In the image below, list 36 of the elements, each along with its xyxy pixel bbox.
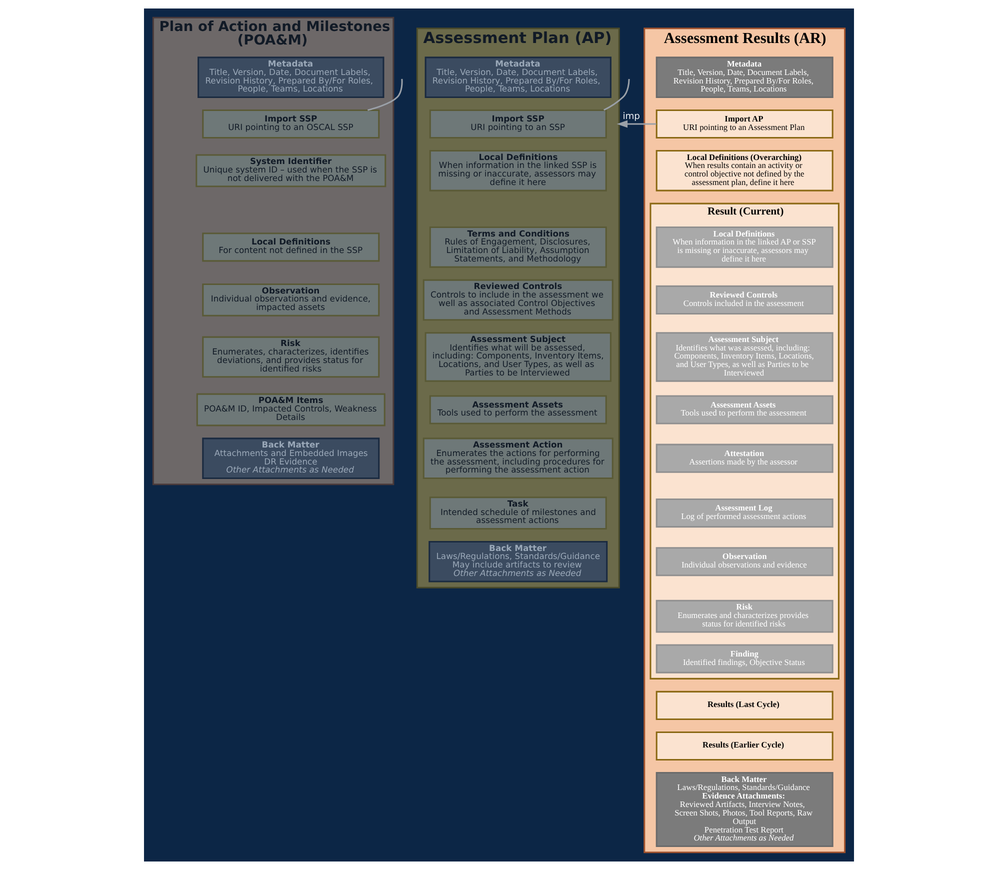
node-box: Terms and Conditions Rules of Engagement, Disclosures, Limitation of Liability, Assumption Statements, and Methodology <box>429 226 607 268</box>
node-box: Import AP URI pointing to an Assessment Plan <box>656 109 834 139</box>
node-box: Metadata Title, Version, Date, Document Labels, Revision History, Prepared By/For Roles, People, Teams, Locations <box>656 56 834 98</box>
node-box: Attestation Assertions made by the assessor <box>656 444 834 473</box>
node-box: Assessment Action Enumerates the actions for performing the assessment, including procedures for performing the assessment action <box>422 438 614 479</box>
node-box: Metadata Title, Version, Date, Document Labels, Revision History, Prepared By/For Roles, People, Teams, Locations <box>198 56 384 98</box>
node-box: Metadata Title, Version, Date, Document Labels, Revision History, Prepared By/For Roles, People, Teams, Locations <box>424 56 612 98</box>
arrow <box>616 120 656 128</box>
node-box: System Identifier Unique system ID – used when the SSP is not delivered with the POA&M <box>196 154 386 188</box>
node-box: Assessment Log Log of performed assessment actions <box>656 498 834 528</box>
node-box: Back Matter Attachments and Embedded Images DR Evidence Other Attachments as Needed <box>202 438 380 479</box>
node-box: Import SSP URI pointing to an OSCAL SSP <box>202 109 380 139</box>
node-box: Local Definitions (Overarching) When results contain an activity or control objective not defined by the assessment plan, define it here <box>656 150 834 192</box>
node-box: Local Definitions For content not defined in the SSP <box>202 232 380 262</box>
node-box: POA&M Items POA&M ID, Impacted Controls, Weakness Details <box>196 393 386 426</box>
node-box: Task Intended schedule of milestones and assessment actions <box>429 496 607 530</box>
node-box: Local Definitions When information in the linked AP or SSP is missing or inaccurate, assessors may define it here <box>656 226 834 268</box>
node-box: Observation Individual observations and evidence <box>656 547 834 576</box>
node-box: Assessment Assets Tools used to perform the assessment <box>429 395 607 424</box>
node-box: Observation Individual observations and evidence, impacted assets <box>202 284 380 316</box>
edge-label: imp <box>622 111 640 122</box>
node-box: Local Definitions When information in the linked SSP is missing or inaccurate, assessors may define it here <box>429 150 607 192</box>
node-box: Assessment Subject Identifies what was assessed, including: Components, Inventory Items, Locations, and User Types, as well as Parties to be Interviewed <box>656 332 834 382</box>
node-box: Import SSP URI pointing to an SSP <box>429 109 607 139</box>
node-box: Results (Earlier Cycle) <box>656 731 834 761</box>
node-box: Back Matter Laws/Regulations, Standards/Guidance Evidence Attachments: Reviewed Artifacts, Interview Notes, Screen Shots, Photos, Tool Reports, Raw Output Penetration Test Report Other Attachments as Needed <box>656 772 834 847</box>
node-box: Assessment Assets Tools used to perform the assessment <box>656 395 834 424</box>
node-box: Back Matter Laws/Regulations, Standards/Guidance May include artifacts to review Other Attachments as Needed <box>428 540 608 582</box>
node-box: Reviewed Controls Controls to include in the assessment we well as associated Control Objectives and Assessment Methods <box>422 279 614 321</box>
node-box: Assessment Subject Identifies what will be assessed, including: Components, Inventory Items, Locations, and User Types, as well as Parties to be Interviewed <box>424 332 612 382</box>
node-box: Finding Identified findings, Objective Status <box>656 644 834 674</box>
node-box: Risk Enumerates, characterizes, identifies deviations, and provides status for identified risks <box>202 336 380 378</box>
node-box: Results (Last Cycle) <box>656 690 834 720</box>
node-box: Risk Enumerates and characterizes provides status for identified risks <box>656 600 834 633</box>
node-box: Reviewed Controls Controls included in the assessment <box>656 285 834 314</box>
connector <box>367 78 403 111</box>
